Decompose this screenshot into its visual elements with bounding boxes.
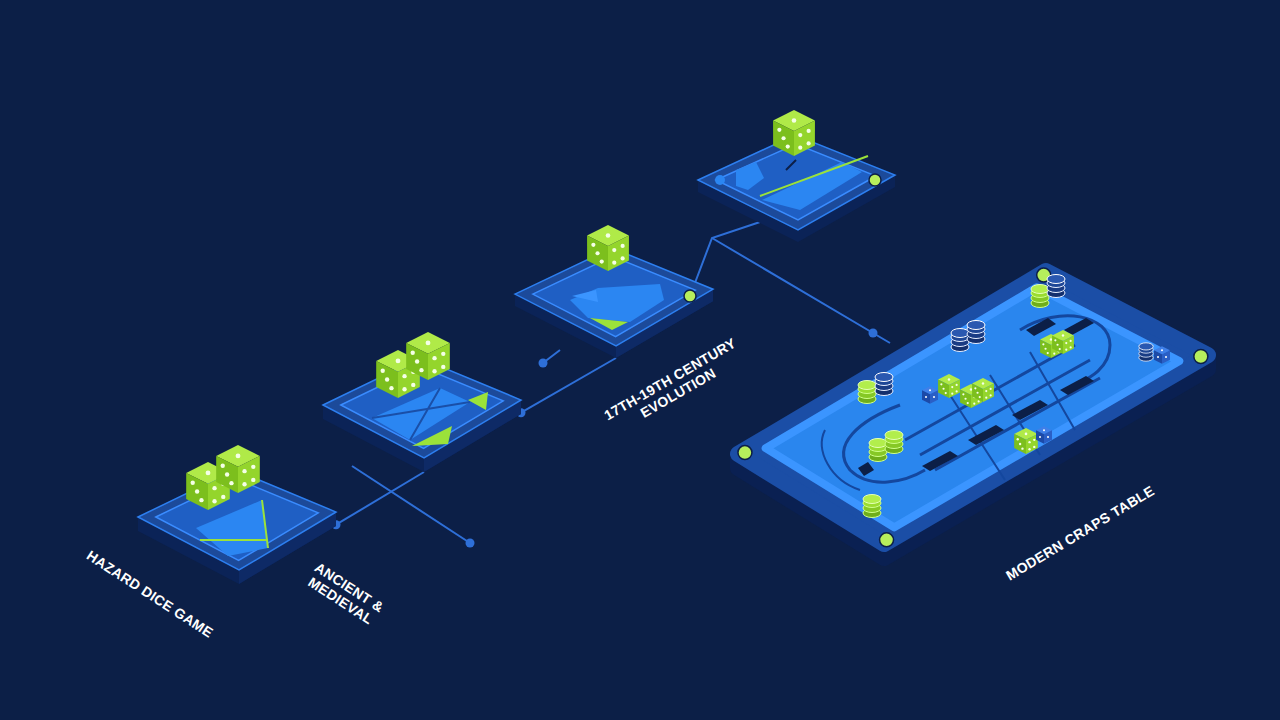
era-label: ANCIENT & MEDIEVAL: [294, 553, 395, 634]
chip-stack: [1139, 343, 1153, 361]
status-dot: [715, 175, 725, 185]
tile-panel: [570, 284, 664, 322]
table-light: [738, 446, 752, 460]
tile-art: [196, 284, 696, 556]
bet-box: [1012, 400, 1048, 420]
tile-outline: [138, 470, 336, 584]
tile-top: [698, 135, 895, 230]
bet-box: [858, 318, 1094, 476]
die: [922, 386, 938, 404]
tile-line: [372, 388, 470, 440]
era-tile: HAZARD DICE GAME: [138, 470, 336, 584]
chip-stack: [875, 373, 893, 396]
tile-top: [138, 470, 336, 570]
bet-box: [922, 451, 958, 471]
felt-arc: [1020, 316, 1110, 385]
chip-stack: [858, 381, 876, 404]
die: [186, 462, 230, 510]
table-felt: [766, 287, 1180, 527]
tile-panel: [372, 388, 470, 440]
tile-outline: [515, 248, 713, 358]
chip-stack: [869, 439, 887, 462]
tile-line: [786, 160, 796, 170]
craps-table: MODERN CRAPS TABLE: [728, 262, 1218, 566]
tile-line: [200, 500, 268, 548]
die: [1014, 428, 1038, 454]
felt-line: [950, 352, 1075, 480]
die: [376, 350, 420, 398]
bet-box: [1026, 318, 1056, 336]
die: [773, 110, 815, 156]
tile-panel: [196, 500, 268, 556]
era-tile: [698, 135, 895, 242]
table-light: [880, 533, 894, 547]
die: [1040, 334, 1062, 358]
felt-line: [905, 345, 1100, 470]
bet-box: [1060, 376, 1094, 395]
tile-inner: [716, 144, 876, 220]
status-dot: [684, 290, 696, 302]
die: [960, 384, 982, 408]
wire: [712, 238, 890, 343]
tile-accent: [468, 392, 488, 410]
tile-side: [698, 175, 895, 242]
die: [1036, 426, 1052, 444]
die: [406, 332, 450, 380]
tile-accent: [572, 290, 598, 302]
tile-line: [760, 156, 868, 196]
chip-stack: [863, 495, 881, 518]
tile-top: [515, 248, 713, 346]
chip-stack: [885, 431, 903, 454]
timeline-connector: [336, 472, 424, 525]
die: [1154, 346, 1170, 364]
wire-dot: [869, 329, 878, 338]
wire-dot: [466, 539, 475, 548]
tile-panel: [736, 162, 764, 190]
bet-box: [968, 425, 1004, 445]
bet-box: [1064, 318, 1094, 335]
chip-stack: [1031, 285, 1049, 308]
table-markings: [822, 316, 1110, 490]
die: [216, 445, 260, 493]
chip-stack: [951, 329, 969, 352]
tile-outline: [323, 358, 521, 472]
felt-arc: [844, 405, 925, 482]
table-light: [1194, 350, 1208, 364]
chip-stack: [967, 321, 985, 344]
era-tile: ANCIENT & MEDIEVAL: [323, 358, 521, 472]
timeline-connector: [521, 358, 616, 413]
tile-panel: [762, 162, 862, 210]
table-outline: [728, 262, 1218, 566]
tile-top: [323, 358, 521, 458]
die: [972, 378, 994, 402]
tile-accent: [412, 426, 452, 446]
die: [938, 374, 960, 398]
felt-arc: [822, 430, 860, 490]
tile-inner: [156, 479, 318, 561]
tile-inner: [341, 367, 503, 449]
die: [587, 225, 629, 271]
era-tile: 17TH-19TH CENTURY EVOLUTION: [515, 248, 713, 358]
bet-box: [858, 462, 874, 476]
die: [1052, 330, 1074, 354]
tile-accent: [590, 318, 628, 330]
tile-inner: [533, 256, 695, 336]
table-light: [1037, 268, 1051, 282]
status-dot: [869, 174, 881, 186]
chip-stack: [1047, 275, 1065, 298]
wire-dot: [539, 359, 548, 368]
